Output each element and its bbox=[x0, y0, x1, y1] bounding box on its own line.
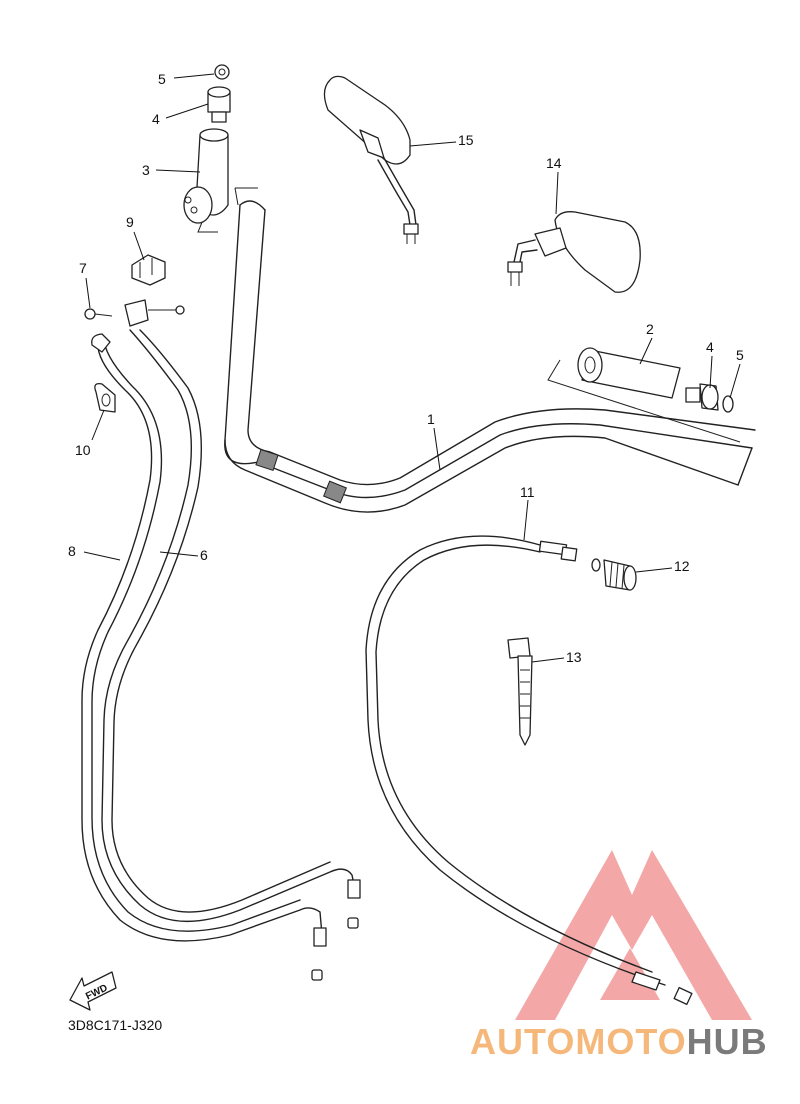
callout-8: 8 bbox=[68, 543, 76, 559]
left-grip bbox=[183, 128, 229, 224]
bar-end-weight-left bbox=[207, 86, 231, 123]
callout-2: 2 bbox=[646, 321, 654, 337]
callout-1: 1 bbox=[427, 411, 435, 427]
bar-end-screw-right bbox=[722, 395, 734, 413]
watermark-part1: AUTOMOTO bbox=[470, 1021, 687, 1062]
svg-text:AUTOMOTOHUB: AUTOMOTOHUB bbox=[470, 1021, 768, 1062]
screw bbox=[84, 308, 113, 320]
watermark-logo bbox=[515, 850, 752, 1020]
mirror-left bbox=[323, 75, 419, 244]
callouts: 5 4 3 9 7 10 8 6 1 15 14 2 4 5 11 12 13 bbox=[68, 71, 744, 665]
watermark-part2: HUB bbox=[687, 1021, 768, 1062]
handlebar bbox=[197, 187, 756, 513]
cable-junction bbox=[124, 299, 185, 327]
bar-end-screw-left bbox=[214, 64, 230, 80]
cable-tie bbox=[507, 637, 533, 746]
clutch-cable bbox=[365, 535, 693, 1006]
callout-13: 13 bbox=[566, 649, 582, 665]
callout-15: 15 bbox=[458, 132, 474, 148]
cable-holder bbox=[94, 383, 116, 413]
callout-4-right: 4 bbox=[706, 339, 714, 355]
throttle-cable-6 bbox=[101, 329, 361, 929]
diagram-code: 3D8C171-J320 bbox=[68, 1017, 162, 1033]
leader-lines bbox=[83, 73, 741, 663]
callout-6: 6 bbox=[200, 547, 208, 563]
cable-clamp bbox=[131, 254, 166, 286]
callout-5-right: 5 bbox=[736, 347, 744, 363]
callout-7: 7 bbox=[79, 260, 87, 276]
callout-11: 11 bbox=[520, 484, 535, 500]
callout-10: 10 bbox=[75, 442, 91, 458]
callout-3: 3 bbox=[142, 162, 150, 178]
throttle-cable-8 bbox=[81, 333, 327, 981]
callout-9: 9 bbox=[126, 214, 134, 230]
callout-12: 12 bbox=[674, 558, 690, 574]
callout-4-left: 4 bbox=[152, 111, 160, 127]
mirror-right bbox=[507, 211, 641, 293]
callout-14: 14 bbox=[546, 155, 562, 171]
right-grip bbox=[577, 347, 681, 399]
watermark-text: AUTOMOTOHUB bbox=[470, 1021, 768, 1062]
bar-end-weight-right bbox=[685, 383, 719, 411]
cable-adjuster bbox=[591, 558, 637, 591]
callout-5-left: 5 bbox=[158, 71, 166, 87]
forward-arrow-icon: FWD bbox=[69, 971, 117, 1011]
